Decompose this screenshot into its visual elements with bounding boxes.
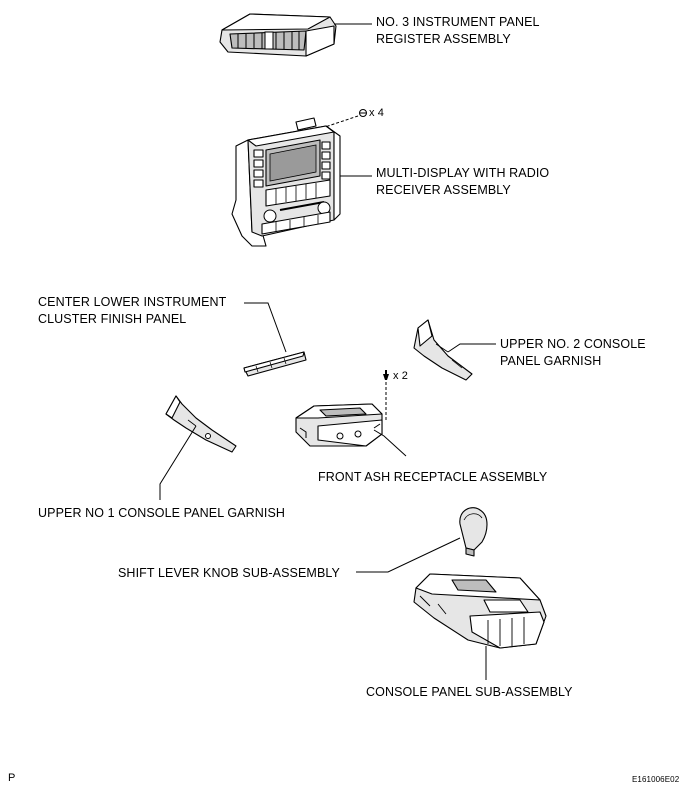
clip-quantity-label: x 2 [393, 370, 408, 382]
shift-knob-label: SHIFT LEVER KNOB SUB-ASSEMBLY [118, 566, 340, 580]
page-mark: P [8, 772, 16, 784]
clip-icon [383, 370, 389, 380]
ash-receptacle-assembly [295, 403, 383, 447]
finish-panel-label-line1: CENTER LOWER INSTRUMENT [38, 295, 227, 309]
register-label-line2: REGISTER ASSEMBLY [376, 32, 511, 46]
screw-icon [359, 109, 367, 117]
console-panel-label: CONSOLE PANEL SUB-ASSEMBLY [366, 685, 573, 699]
register-assembly [219, 13, 337, 57]
ash-receptacle-label: FRONT ASH RECEPTACLE ASSEMBLY [318, 470, 548, 484]
upper-no2-garnish [413, 319, 473, 381]
shift-knob [459, 507, 488, 557]
radio-label-line2: RECEIVER ASSEMBLY [376, 183, 511, 197]
console-panel-assembly [413, 573, 547, 649]
finish-panel [243, 351, 307, 377]
upper-no1-label: UPPER NO 1 CONSOLE PANEL GARNISH [38, 506, 286, 520]
upper-no2-label-line2: PANEL GARNISH [500, 354, 602, 368]
screw-quantity-label: x 4 [369, 107, 384, 119]
upper-no1-garnish [165, 395, 237, 453]
radio-receiver-assembly [231, 117, 341, 247]
figure-id: E161006E02 [632, 775, 680, 784]
finish-panel-label-line2: CLUSTER FINISH PANEL [38, 312, 187, 326]
register-label-line1: NO. 3 INSTRUMENT PANEL [376, 15, 540, 29]
radio-label-line1: MULTI-DISPLAY WITH RADIO [376, 166, 550, 180]
upper-no2-label-line1: UPPER NO. 2 CONSOLE [500, 337, 646, 351]
